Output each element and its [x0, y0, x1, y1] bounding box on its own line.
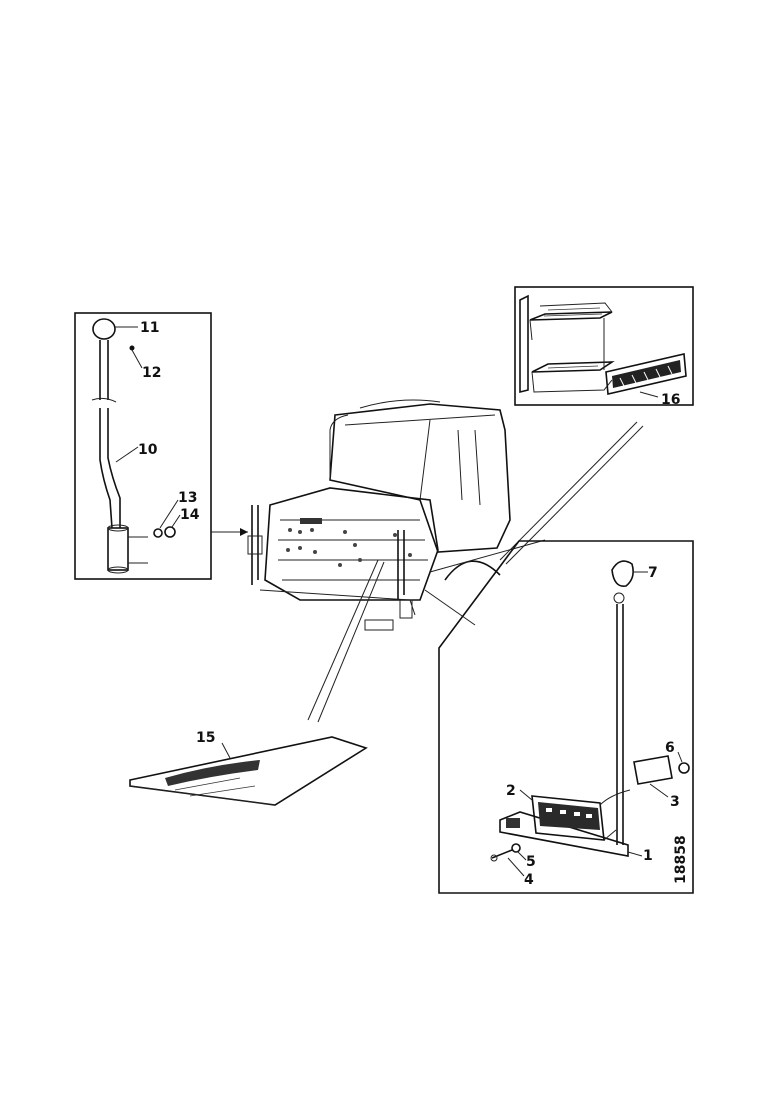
- callout-3: 3: [670, 794, 680, 810]
- callout-2: 2: [506, 783, 516, 799]
- bracket-plate-part-1: [499, 811, 629, 857]
- inset-left-frame: [74, 312, 212, 580]
- callout-11: 11: [140, 320, 159, 336]
- callout-15: 15: [196, 730, 215, 746]
- floor-mat: [129, 736, 368, 806]
- callout-16: 16: [661, 392, 680, 408]
- rod-part-10-lower: [99, 408, 121, 529]
- inset-left-antenna-parts: 11 12 10 13 14: [74, 312, 248, 580]
- inset-top-right-step: 16: [499, 286, 694, 565]
- washer-part-13: [153, 528, 163, 538]
- callout-7: 7: [648, 565, 658, 581]
- inset-top-right-frame: [514, 286, 694, 406]
- callout-1: 1: [643, 848, 653, 864]
- floor-mat-part-15: 15: [129, 730, 368, 806]
- drawing-number: 18858: [673, 835, 689, 884]
- knob-part-11: [92, 318, 116, 340]
- wheel-arch: [444, 560, 501, 581]
- callout-5: 5: [526, 854, 536, 870]
- inset-bottom-right-mast: 7 1 2 3 6 5 4: [438, 540, 694, 894]
- rod-part-10-upper: [99, 340, 109, 400]
- callout-14: 14: [180, 507, 200, 523]
- cab-body: [329, 403, 511, 553]
- cab-front: [264, 487, 439, 601]
- knob-part-7: [611, 560, 634, 587]
- step-grille-part-16: [605, 353, 687, 395]
- plate-part-3: [633, 755, 673, 785]
- callout-10: 10: [138, 442, 158, 458]
- washer-part-5: [511, 843, 521, 853]
- callout-12: 12: [142, 365, 161, 381]
- inset-bottom-right-frame: [438, 540, 694, 894]
- mast-base-tube: [107, 527, 129, 571]
- truck-cab-illustration: [247, 399, 546, 723]
- nut-part-14: [164, 526, 176, 538]
- nut-part-6: [678, 762, 690, 774]
- callout-6: 6: [665, 740, 675, 756]
- bolt-part-4: [491, 849, 513, 859]
- screw-part-12: [129, 345, 135, 351]
- callout-13: 13: [178, 490, 197, 506]
- callout-4: 4: [524, 872, 534, 888]
